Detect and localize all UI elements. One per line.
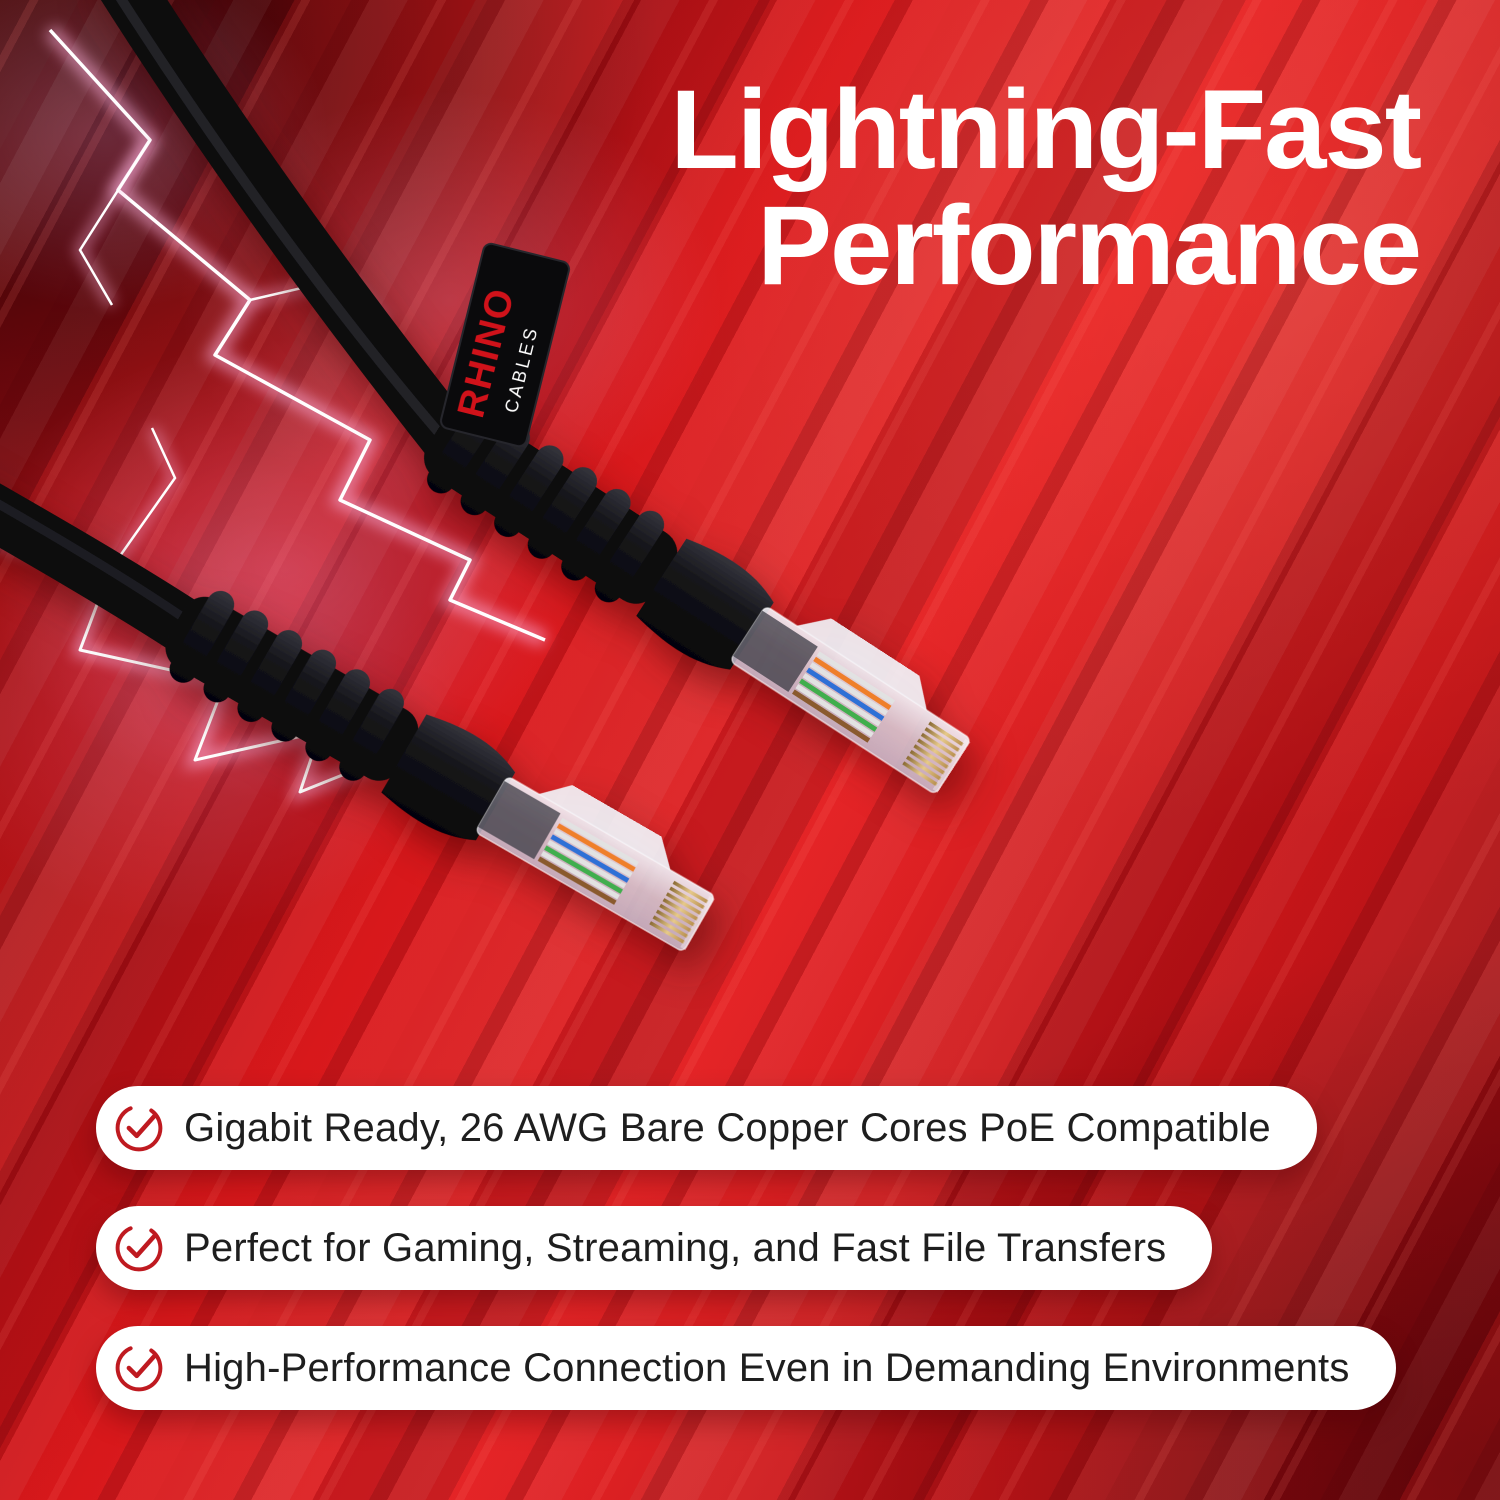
- plug-wires: [537, 817, 639, 905]
- feature-text: High-Performance Connection Even in Dema…: [184, 1345, 1350, 1390]
- brand-tag: RHINO CABLES: [440, 242, 570, 448]
- cable-jacket-lower: [0, 483, 218, 658]
- feature-pill-2: Perfect for Gaming, Streaming, and Fast …: [96, 1206, 1213, 1290]
- plug-wires: [792, 651, 895, 743]
- plug-latch: [538, 785, 671, 871]
- feature-list: Gigabit Ready, 26 AWG Bare Copper Cores …: [96, 1086, 1396, 1410]
- check-circle-icon: [115, 1344, 163, 1392]
- feature-text: Perfect for Gaming, Streaming, and Fast …: [184, 1225, 1167, 1270]
- title-line-2: Performance: [757, 183, 1422, 309]
- check-circle-icon: [115, 1224, 163, 1272]
- ethernet-connector-upper: [100, 0, 971, 793]
- feature-text: Gigabit Ready, 26 AWG Bare Copper Cores …: [184, 1105, 1271, 1150]
- ethernet-connector-lower: [0, 483, 715, 951]
- feature-pill-1: Gigabit Ready, 26 AWG Bare Copper Cores …: [96, 1086, 1317, 1170]
- feature-pill-3: High-Performance Connection Even in Dema…: [96, 1326, 1396, 1410]
- boot-collar: [636, 538, 774, 670]
- cable-jacket-upper: [100, 0, 478, 468]
- plug-pins: [649, 880, 709, 944]
- plug-pins: [902, 721, 964, 787]
- check-circle-icon: [115, 1104, 163, 1152]
- title-line-1: Lightning-Fast: [670, 67, 1422, 192]
- page-title: Lightning-Fast Performance: [670, 67, 1422, 309]
- plug-latch: [796, 618, 927, 711]
